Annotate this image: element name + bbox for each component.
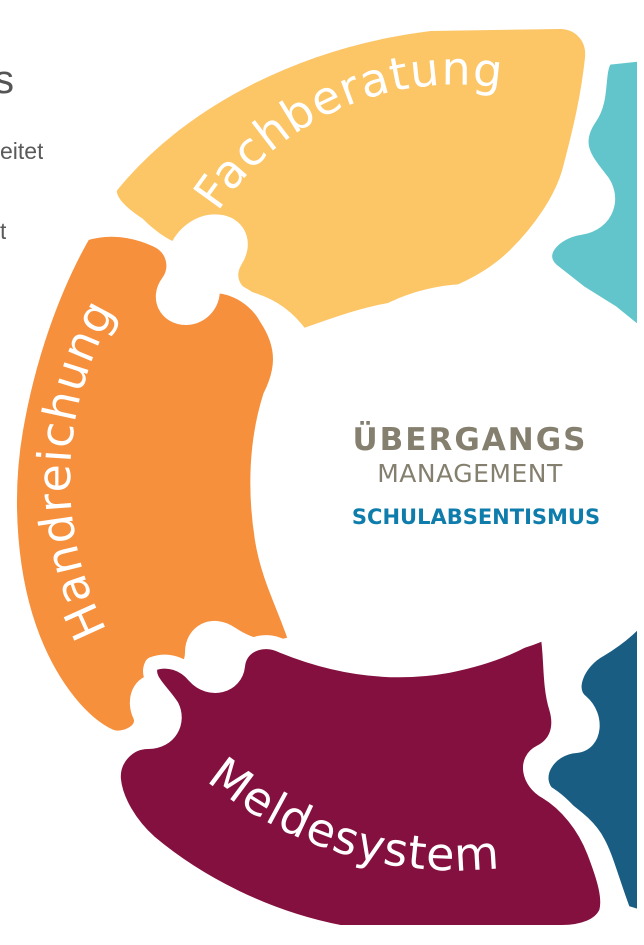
puzzle-piece-teal <box>538 47 644 345</box>
puzzle-piece-dark-blue <box>534 605 644 925</box>
side-text-line-1: eitet <box>0 138 44 164</box>
side-text-line-2: t <box>0 218 7 244</box>
logo-line-management: MANAGEMENT <box>377 459 563 488</box>
logo-line-uebergangs: ÜBERGANGS <box>353 421 588 458</box>
side-heading: s <box>0 58 14 102</box>
logo-line-schulabsentismus: SCHULABSENTISMUS <box>352 505 600 529</box>
center-disc <box>284 284 644 656</box>
puzzle-piece-meldesystem <box>106 619 615 939</box>
